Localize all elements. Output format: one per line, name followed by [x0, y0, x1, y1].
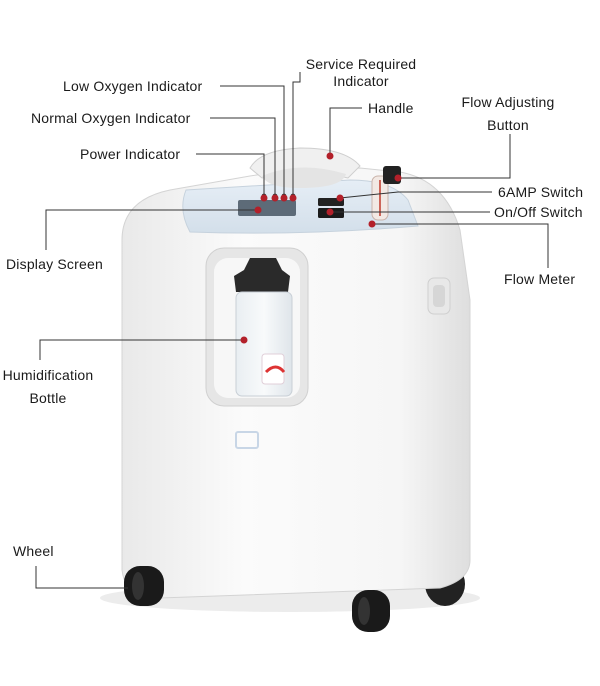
power-indicator-led	[261, 193, 267, 199]
label-six-amp-switch: 6AMP Switch	[498, 184, 584, 200]
label-humidification-line1: Humidification	[2, 367, 94, 383]
label-service-required-line2: Indicator	[333, 73, 389, 89]
label-on-off-switch: On/Off Switch	[494, 204, 583, 220]
label-display-screen: Display Screen	[6, 256, 103, 272]
label-low-oxygen-indicator: Low Oxygen Indicator	[63, 78, 203, 94]
label-handle: Handle	[368, 100, 414, 116]
service-required-led	[290, 193, 296, 199]
low-oxygen-led	[281, 193, 287, 199]
label-flow-adjusting-button: Flow Adjusting Button	[446, 91, 570, 137]
wheel-front-right	[352, 590, 390, 632]
on-off-switch-shape	[318, 208, 344, 218]
label-flow-adjusting-line2: Button	[487, 117, 529, 133]
label-wheel: Wheel	[13, 543, 54, 559]
display-screen-shape	[238, 200, 296, 216]
label-humidification-line2: Bottle	[29, 390, 67, 406]
label-humidification-bottle: Humidification Bottle	[0, 364, 104, 410]
normal-oxygen-led	[272, 193, 278, 199]
label-flow-adjusting-line1: Flow Adjusting	[461, 94, 555, 110]
label-flow-meter: Flow Meter	[504, 271, 576, 287]
bottle-cap	[234, 258, 290, 292]
label-service-required-line1: Service Required	[305, 56, 417, 72]
six-amp-switch-shape	[318, 198, 344, 206]
label-service-required-indicator: Service Required Indicator	[298, 56, 424, 90]
label-normal-oxygen-indicator: Normal Oxygen Indicator	[31, 110, 191, 126]
flow-knob	[383, 166, 401, 184]
wheel-front-left	[124, 566, 164, 606]
label-power-indicator: Power Indicator	[80, 146, 181, 162]
brand-logo	[235, 431, 259, 449]
